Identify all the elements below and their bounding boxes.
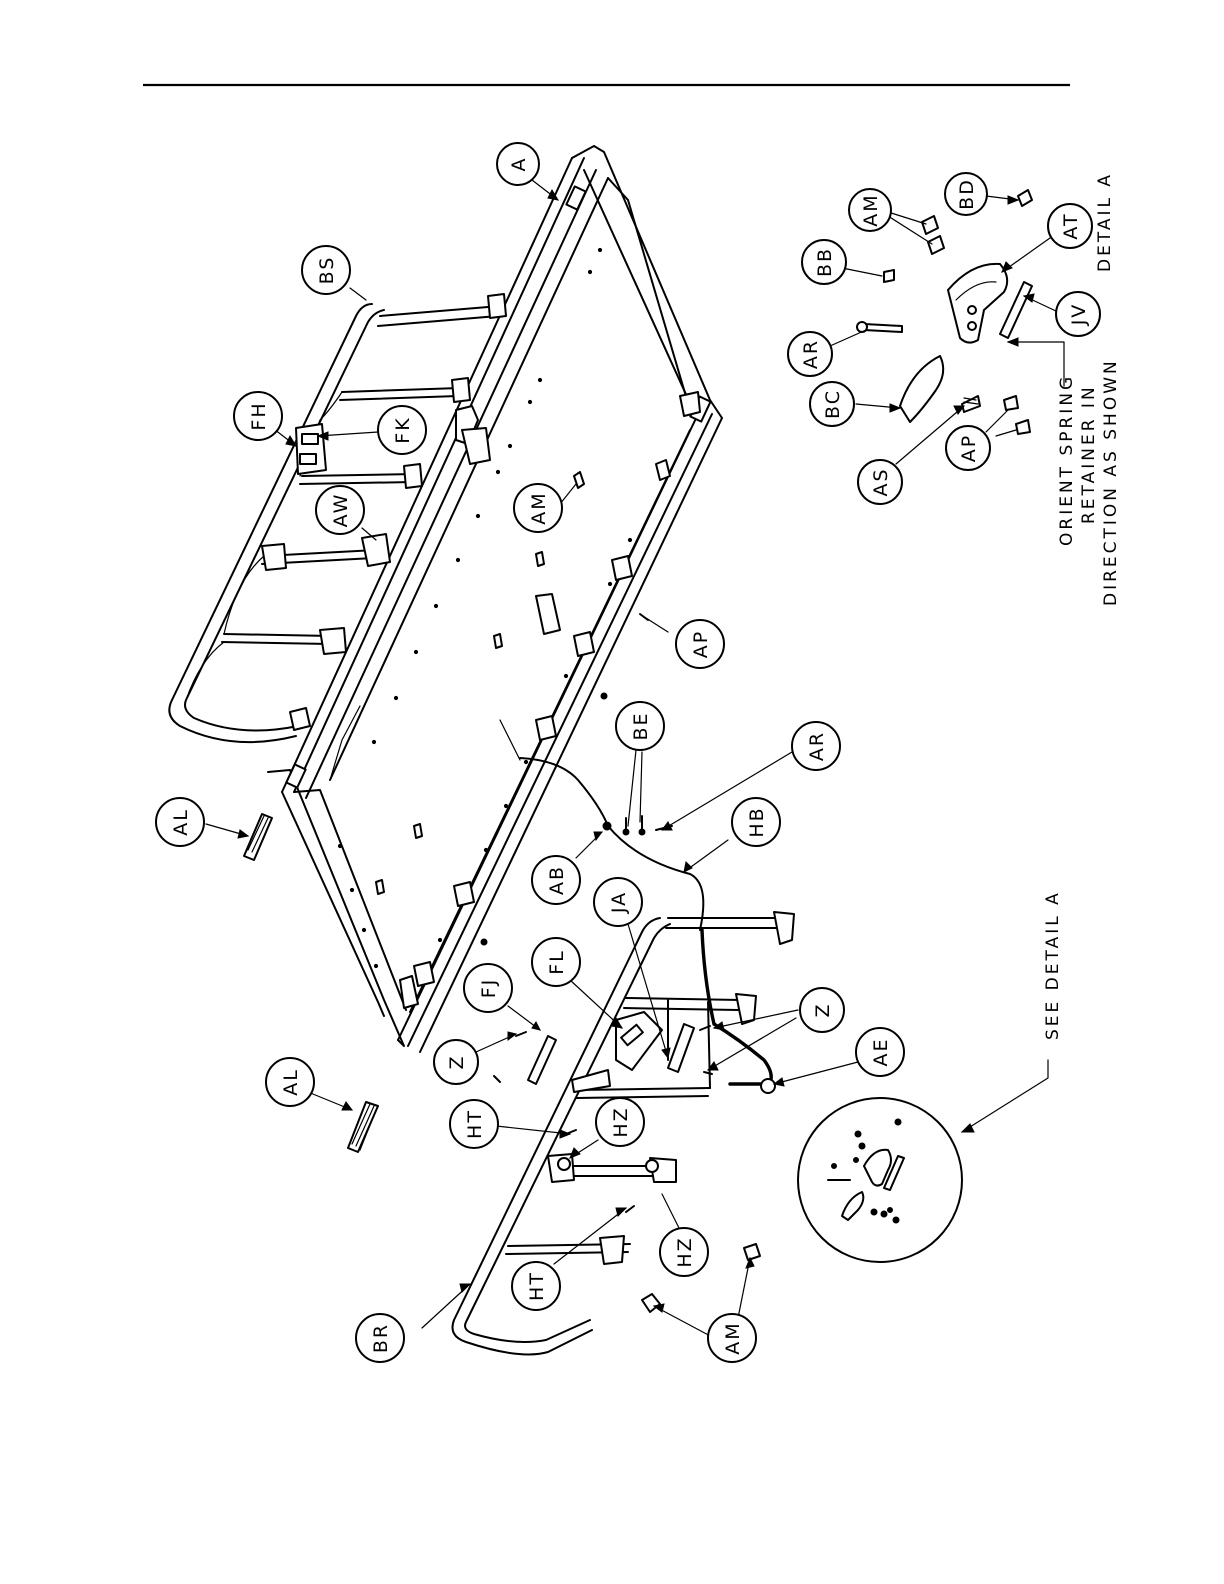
orient-note-line-1: ORIENT SPRING xyxy=(1057,374,1077,546)
callout-label: FH xyxy=(248,401,270,430)
orient-note-line-3: DIRECTION AS SHOWN xyxy=(1101,358,1121,606)
callout-AM: AM xyxy=(514,484,562,532)
callout-label: FK xyxy=(392,416,414,443)
callout-HT: HT xyxy=(450,1100,498,1148)
callout-label: AL xyxy=(280,1068,302,1096)
callout-FH: FH xyxy=(234,392,282,440)
callout-Z: Z xyxy=(434,1040,478,1084)
callout-FL: FL xyxy=(532,938,580,986)
callout-label: AW xyxy=(330,493,352,528)
callout-AM: AM xyxy=(708,1314,756,1362)
callout-FK: FK xyxy=(378,406,426,454)
callout-HT: HT xyxy=(512,1262,560,1310)
callout-AT: AT xyxy=(1048,204,1092,248)
callout-BR: BR xyxy=(356,1314,404,1362)
callout-BD: BD xyxy=(945,173,987,215)
callout-label: A xyxy=(508,157,530,172)
callout-Z: Z xyxy=(800,988,844,1032)
callout-label: AT xyxy=(1060,212,1082,239)
callout-label: AE xyxy=(870,1037,892,1066)
callout-label: BD xyxy=(956,178,978,210)
callout-label: AL xyxy=(170,808,192,836)
callout-AL: AL xyxy=(156,798,204,846)
callout-JV: JV xyxy=(1056,292,1100,336)
callout-label: HB xyxy=(746,806,768,837)
callout-label: BE xyxy=(630,711,652,740)
callout-label: BR xyxy=(370,1323,392,1353)
callout-label: Z xyxy=(446,1054,468,1069)
callout-AL: AL xyxy=(266,1058,314,1106)
callout-label: BS xyxy=(316,256,338,285)
callout-HZ: HZ xyxy=(660,1228,708,1276)
callout-BC: BC xyxy=(810,382,854,426)
callout-AP: AP xyxy=(946,426,990,470)
callout-AM: AM xyxy=(849,189,891,231)
callout-label: AM xyxy=(860,193,882,226)
callout-BE: BE xyxy=(616,702,664,750)
callout-AR: AR xyxy=(788,332,832,376)
callout-FJ: FJ xyxy=(464,964,512,1012)
callout-label: AM xyxy=(722,1321,744,1354)
callout-HZ: HZ xyxy=(596,1098,644,1146)
callout-AB: AB xyxy=(532,856,580,904)
callout-label: HT xyxy=(526,1271,548,1301)
detail-a-circle-view xyxy=(798,1098,962,1262)
callout-label: AP xyxy=(690,630,712,658)
loose-hardware-drawing xyxy=(244,614,760,1312)
callout-label: BC xyxy=(822,389,844,419)
callout-label: FJ xyxy=(478,978,500,999)
detail-a-title: DETAIL A xyxy=(1095,172,1115,272)
callout-label: AS xyxy=(870,467,892,496)
callout-BB: BB xyxy=(802,240,846,284)
callout-label: AP xyxy=(958,434,980,462)
callout-AS: AS xyxy=(858,460,902,504)
callout-AW: AW xyxy=(316,486,364,534)
callout-AR: AR xyxy=(792,722,840,770)
callout-label: AR xyxy=(800,339,822,369)
callout-HB: HB xyxy=(732,798,780,846)
callout-label: AR xyxy=(806,731,828,761)
callout-A: A xyxy=(497,143,539,185)
callout-label: FL xyxy=(546,949,568,975)
orient-note-line-2: RETAINER IN xyxy=(1079,384,1099,524)
callout-label: JV xyxy=(1068,303,1090,327)
callout-label: BB xyxy=(814,247,836,277)
callout-label: HZ xyxy=(610,1106,632,1137)
callout-label: HZ xyxy=(674,1236,696,1267)
callout-AP: AP xyxy=(676,620,724,668)
callout-AE: AE xyxy=(856,1028,904,1076)
callout-label: Z xyxy=(812,1002,834,1017)
callout-label: AB xyxy=(546,865,568,895)
callout-BS: BS xyxy=(302,246,350,294)
callout-label: AM xyxy=(528,491,550,524)
callout-label: HT xyxy=(464,1109,486,1139)
callout-label: JA xyxy=(608,891,630,914)
see-detail-a-note: SEE DETAIL A xyxy=(1043,890,1063,1040)
callout-JA: JA xyxy=(594,878,642,926)
